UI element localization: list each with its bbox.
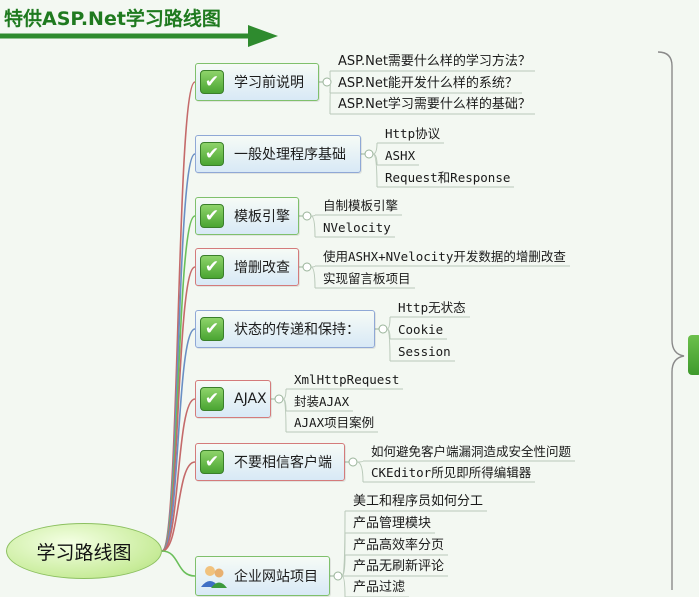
checkbox-checked-icon: ✔ bbox=[200, 317, 224, 341]
checkbox-checked-icon: ✔ bbox=[200, 142, 224, 166]
leaf-item[interactable]: ASHX bbox=[385, 148, 416, 163]
leaf-item[interactable]: 产品过滤 bbox=[353, 580, 406, 595]
branch-label: 状态的传递和保持： bbox=[234, 322, 360, 338]
checkbox-checked-icon: ✔ bbox=[200, 255, 224, 279]
leaf-item[interactable]: AJAX项目案例 bbox=[294, 415, 375, 430]
checkbox-checked-icon: ✔ bbox=[200, 450, 224, 474]
branch-label: 模板引擎 bbox=[234, 209, 290, 225]
branch-node[interactable]: ✔ 增删改查 bbox=[195, 248, 299, 286]
side-collapse-tab[interactable] bbox=[688, 335, 699, 375]
branch-label: 增删改查 bbox=[234, 260, 290, 276]
branch-node[interactable]: ✔ 不要相信客户端 bbox=[195, 443, 345, 481]
leaf-item[interactable]: 封装AJAX bbox=[294, 394, 350, 409]
branch-label: 一般处理程序基础 bbox=[234, 147, 346, 163]
leaf-item[interactable]: ASP.Net能开发什么样的系统？ bbox=[338, 76, 518, 91]
banner-arrow bbox=[0, 25, 278, 47]
checkbox-checked-icon: ✔ bbox=[200, 70, 224, 94]
branch-node[interactable]: ✔ 模板引擎 bbox=[195, 197, 299, 235]
leaf-item[interactable]: CKEditor所见即所得编辑器 bbox=[371, 465, 532, 480]
checkbox-checked-icon: ✔ bbox=[200, 387, 224, 411]
root-node-label: 学习路线图 bbox=[36, 541, 132, 564]
branch-node[interactable]: 企业网站项目 bbox=[195, 556, 330, 596]
checkbox-checked-icon: ✔ bbox=[200, 204, 224, 228]
leaf-item[interactable]: 自制模板引擎 bbox=[323, 198, 399, 213]
leaf-item[interactable]: Session bbox=[398, 344, 451, 359]
branch-node[interactable]: ✔ 学习前说明 bbox=[195, 63, 319, 101]
branch-node[interactable]: ✔ AJAX bbox=[195, 380, 271, 418]
users-icon bbox=[201, 566, 227, 588]
banner-title: 特供ASP.Net学习路线图 bbox=[4, 8, 221, 30]
branch-label: 企业网站项目 bbox=[234, 569, 318, 585]
leaf-item[interactable]: 产品无刷新评论 bbox=[353, 559, 445, 574]
branch-node[interactable]: ✔ 一般处理程序基础 bbox=[195, 135, 361, 173]
leaf-item[interactable]: 实现留言板项目 bbox=[323, 271, 411, 286]
leaf-item[interactable]: XmlHttpRequest bbox=[294, 372, 400, 387]
leaf-item[interactable]: Cookie bbox=[398, 322, 444, 337]
leaf-item[interactable]: ASP.Net学习需要什么样的基础？ bbox=[338, 97, 531, 112]
leaf-item[interactable]: ASP.Net需要什么样的学习方法？ bbox=[338, 54, 531, 69]
leaf-item[interactable]: 美工和程序员如何分工 bbox=[353, 494, 484, 509]
branch-label: 学习前说明 bbox=[234, 75, 304, 91]
branch-node[interactable]: ✔ 状态的传递和保持： bbox=[195, 310, 375, 348]
leaf-item[interactable]: Http无状态 bbox=[398, 300, 466, 315]
leaf-item[interactable]: NVelocity bbox=[323, 220, 391, 235]
leaf-item[interactable]: Http协议 bbox=[385, 126, 441, 141]
leaf-item[interactable]: 如何避免客户端漏洞造成安全性问题 bbox=[371, 444, 572, 459]
leaf-item[interactable]: 使用ASHX+NVelocity开发数据的增删改查 bbox=[323, 249, 566, 264]
leaf-item[interactable]: 产品管理模块 bbox=[353, 516, 432, 531]
branch-label: AJAX bbox=[234, 391, 267, 407]
leaf-item[interactable]: 产品高效率分页 bbox=[353, 538, 445, 553]
root-node[interactable]: 学习路线图 bbox=[6, 523, 162, 579]
branch-label: 不要相信客户端 bbox=[234, 455, 332, 471]
leaf-item[interactable]: Request和Response bbox=[385, 170, 511, 185]
